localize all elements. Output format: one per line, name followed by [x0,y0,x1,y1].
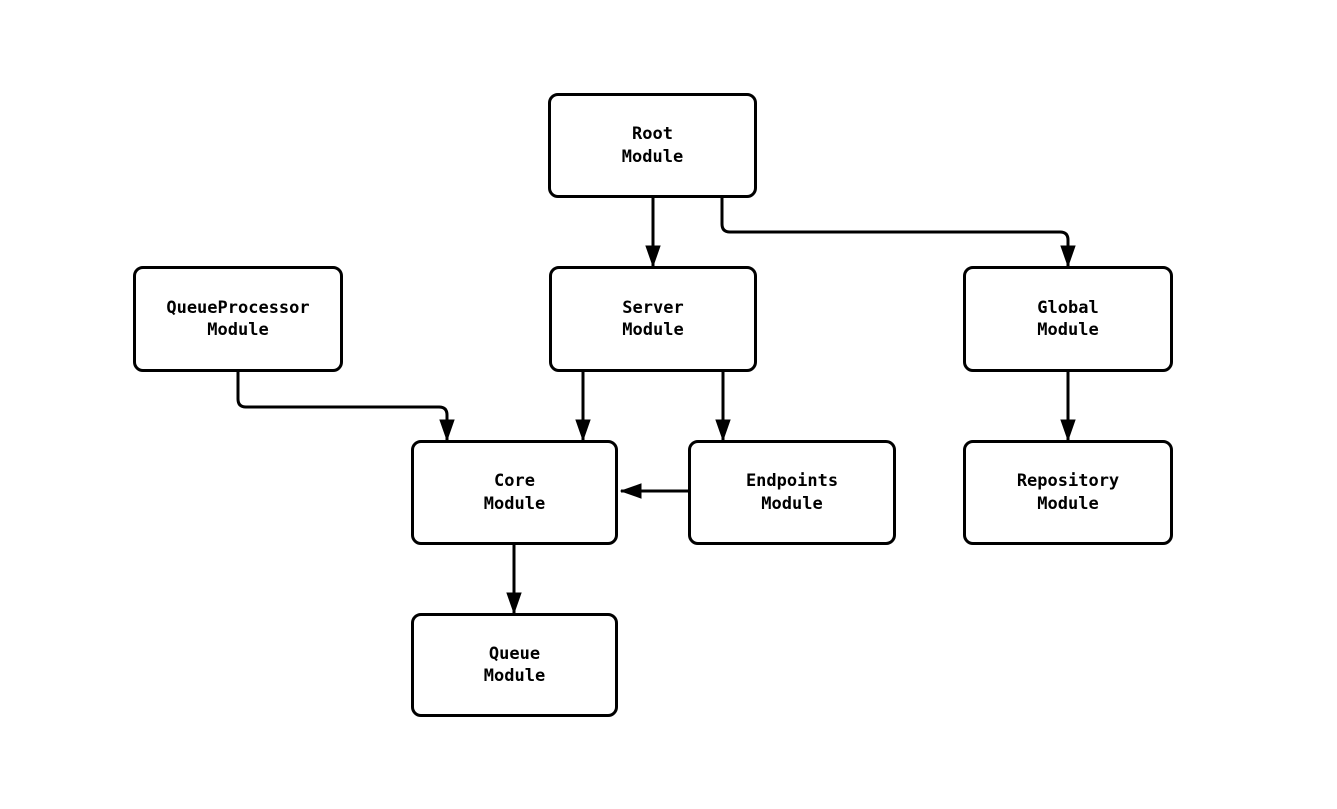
edge-queueprocessor-to-core [236,372,447,440]
node-global-module: Global Module [963,266,1173,372]
node-queue-module: Queue Module [411,613,618,717]
node-server-module: Server Module [549,266,757,372]
edge-root-to-global [720,198,1068,266]
node-root-module: Root Module [548,93,757,198]
node-queueprocessor-module: QueueProcessor Module [133,266,343,372]
node-core-module: Core Module [411,440,618,545]
node-repository-module: Repository Module [963,440,1173,545]
node-endpoints-module: Endpoints Module [688,440,896,545]
